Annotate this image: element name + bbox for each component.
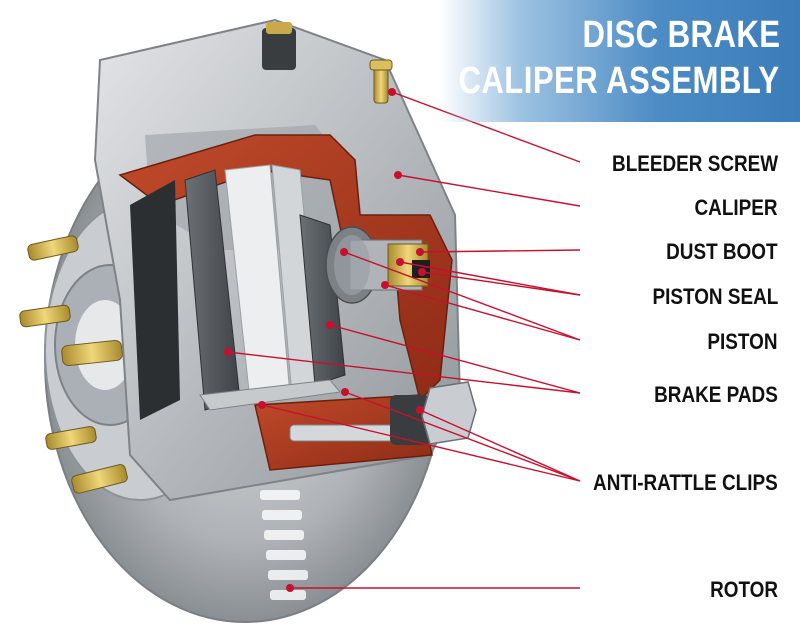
leader-bleeder-screw [391,91,581,163]
label-bleeder-screw: BLEEDER SCREW [611,151,778,176]
leader-caliper [397,174,581,207]
label-brake-pads: BRAKE PADS [654,382,778,407]
label-dust-boot: DUST BOOT [666,239,778,264]
title-banner: DISC BRAKE CALIPER ASSEMBLY [440,0,800,122]
label-rotor: ROTOR [710,577,778,602]
leader-brake-pads-a [227,351,581,394]
top-bolt [262,22,296,70]
leader-piston-b [384,284,581,341]
leader-piston-a [343,251,581,341]
leader-dots [224,88,426,592]
label-piston: PISTON [707,329,778,354]
label-anti-rattle-clips: ANTI-RATTLE CLIPS [593,470,778,495]
leader-dust-boot [419,249,581,253]
leader-anti-rattle-a [261,404,581,482]
piston-assembly [325,226,430,304]
label-caliper: CALIPER [694,195,778,220]
wheel-studs [19,235,128,494]
title-line-1: DISC BRAKE [581,14,780,56]
leader-piston-seal-a [399,261,581,296]
leader-brake-pads-b [329,324,581,394]
title-line-2: CALIPER ASSEMBLY [458,60,780,102]
leader-lines [227,91,581,589]
leader-anti-rattle-c [419,409,581,482]
bleeder-screw [369,59,393,104]
leader-anti-rattle-b [344,391,581,482]
leader-piston-seal-b [421,271,581,296]
label-piston-seal: PISTON SEAL [652,284,778,309]
